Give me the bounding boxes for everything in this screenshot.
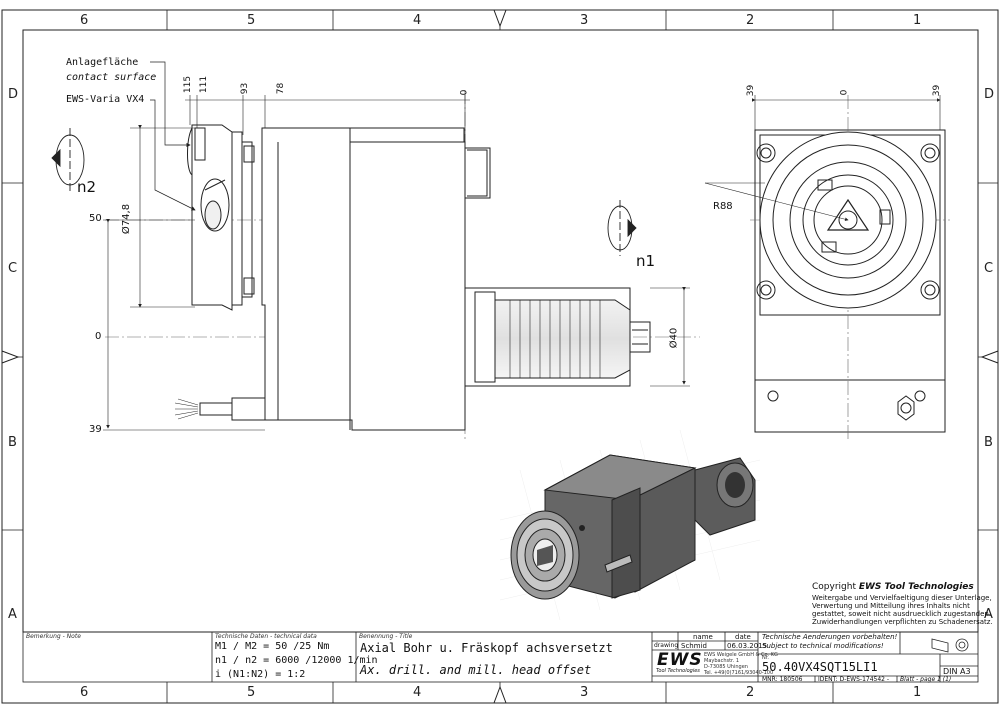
note-label: Bemerkung - Note xyxy=(26,633,81,640)
zone-label-right-d: D xyxy=(984,87,995,102)
zone-label-right-c: C xyxy=(984,261,994,276)
dim-115: 115 xyxy=(183,75,194,94)
side-view xyxy=(51,61,700,440)
title-en: Ax. drill. and mill. head offset xyxy=(360,663,592,677)
zone-label-bottom-3: 3 xyxy=(580,685,589,700)
zone-label-top-2: 2 xyxy=(746,13,755,28)
part-number: 50.40VX4SQT15LI1 xyxy=(762,660,878,674)
zone-label-bottom-6: 6 xyxy=(80,685,89,700)
company-line-3: D-73085 Uhingen xyxy=(704,664,748,670)
zone-label-left-b: B xyxy=(8,435,17,450)
zone-label-left-c: C xyxy=(8,261,18,276)
callout-varia: EWS-Varia VX4 xyxy=(66,94,145,105)
label-n2: n2 xyxy=(77,178,97,196)
copyright-title: Copyright EWS Tool Technologies xyxy=(812,583,974,592)
copyright-line-4: Zuwiderhandlungen verpflichten zu Schade… xyxy=(812,618,993,626)
zone-label-top-6: 6 xyxy=(80,13,89,28)
zone-label-top-4: 4 xyxy=(413,13,422,28)
ews-logo-box xyxy=(656,652,702,674)
title-label: Benennung - Title xyxy=(359,633,413,640)
drawing-date: 06.03.2015 xyxy=(727,642,768,650)
tech-data-label: Technische Daten - technical data xyxy=(215,633,317,640)
dim-r88: R88 xyxy=(713,201,733,212)
ident-number: IDENT: D-EWS-174542 - xyxy=(818,676,890,683)
isometric-view xyxy=(499,429,761,621)
front-view xyxy=(704,95,950,440)
zone-label-top-3: 3 xyxy=(580,13,589,28)
title-block xyxy=(22,631,979,683)
zone-label-right-b: B xyxy=(984,435,993,450)
zone-label-bottom-1: 1 xyxy=(913,685,922,700)
copyright-line-3: gestattet, soweit nicht ausdruecklich zu… xyxy=(812,610,992,618)
callout-contact-surface-en: contact surface xyxy=(66,72,157,83)
zone-label-bottom-2: 2 xyxy=(746,685,755,700)
dim-39-left: 39 xyxy=(89,424,102,435)
copyright-brand: EWS Tool Technologies xyxy=(858,582,974,592)
col-date-header: date xyxy=(735,633,751,641)
ews-logo: EWS xyxy=(657,650,703,670)
zone-label-left-a: A xyxy=(8,607,17,622)
title-de: Axial Bohr u. Fräskopf achsversetzt xyxy=(360,641,613,655)
dim-diameter-flange: Ø74,8 xyxy=(121,203,133,235)
zone-label-bottom-5: 5 xyxy=(247,685,256,700)
dim-39-front-right: 39 xyxy=(932,84,943,97)
tech-data-line-3: i (N1:N2) = 1:2 xyxy=(215,669,306,680)
tech-data-line-2: n1 / n2 = 6000 /12000 1/min xyxy=(215,655,378,666)
dim-0-front: 0 xyxy=(839,89,850,96)
sheet-page: Blatt - page 1 (1) xyxy=(900,676,952,683)
company-line-4: Tel. +49(0)7161/93040-100 xyxy=(704,670,774,676)
ews-logo-sub: Tool Technologies xyxy=(656,668,700,674)
row-drawing-label: drawing xyxy=(654,642,679,649)
dim-50: 50 xyxy=(89,213,102,224)
zone-label-left-d: D xyxy=(8,87,19,102)
dim-0-left: 0 xyxy=(95,331,102,342)
din-format: DIN A3 xyxy=(943,667,971,676)
zone-label-top-5: 5 xyxy=(247,13,256,28)
dim-diameter-shank: Ø40 xyxy=(668,327,680,349)
dim-93: 93 xyxy=(240,82,251,95)
drawer-name: Schmid xyxy=(681,642,707,650)
company-line-1: EWS Weigele GmbH & Co. KG xyxy=(704,652,778,658)
callout-contact-surface-de: Anlagefläche xyxy=(66,57,139,68)
tech-data-line-1: M1 / M2 = 50 /25 Nm xyxy=(215,641,330,652)
dim-111: 111 xyxy=(199,75,210,94)
zone-label-bottom-4: 4 xyxy=(413,685,422,700)
nr-label: Nr. xyxy=(762,655,769,661)
dim-39-front-left: 39 xyxy=(746,84,757,97)
mnr-number: MNR: 180506 xyxy=(762,676,803,683)
dim-0-top: 0 xyxy=(459,89,470,96)
col-name-header: name xyxy=(693,633,713,641)
company-line-2: Maybachstr. 1 xyxy=(704,658,740,664)
label-n1: n1 xyxy=(636,252,656,270)
copyright-line-1: Weitergabe und Vervielfaeltigung dieser … xyxy=(812,594,992,602)
zone-label-right-a: A xyxy=(984,607,993,622)
changes-de: Technische Aenderungen vorbehalten! xyxy=(762,633,898,641)
changes-en: Subject to technical modifications! xyxy=(762,642,884,650)
copyright-line-2: Verwertung und Mitteilung ihres Inhalts … xyxy=(812,602,970,610)
dim-78: 78 xyxy=(276,82,287,95)
copyright-prefix: Copyright xyxy=(812,582,859,592)
zone-label-top-1: 1 xyxy=(913,13,922,28)
